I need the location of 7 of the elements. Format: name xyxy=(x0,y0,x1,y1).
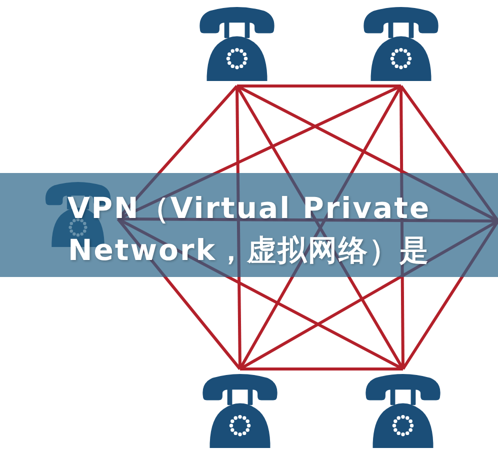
telephone-icon xyxy=(362,7,440,81)
connection-line xyxy=(240,368,403,370)
telephone-icon xyxy=(201,374,279,448)
title: VPN（Virtual Private Network，虚拟网络）是 xyxy=(66,190,432,269)
telephone-icon xyxy=(198,7,276,81)
telephone-icon xyxy=(364,374,442,448)
connection-line xyxy=(237,84,401,88)
